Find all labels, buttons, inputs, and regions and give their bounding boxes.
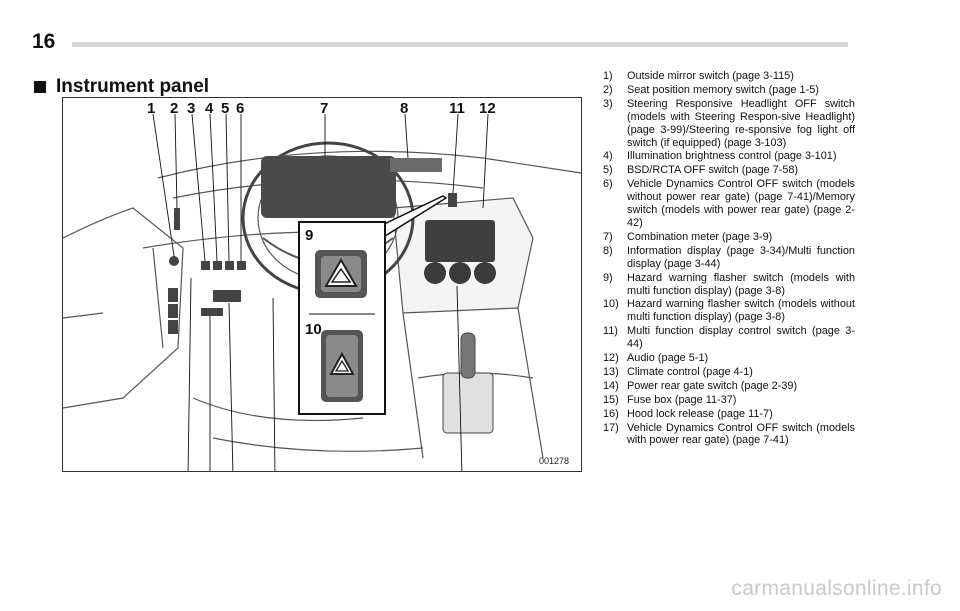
legend-text: Audio (page 5-1)	[627, 352, 709, 365]
legend-text: Illumination brightness control (page 3-…	[627, 150, 837, 163]
legend-num: 6)	[603, 178, 613, 191]
instrument-panel-illustration: 1 2 3 4 5 6 7 8 11 12 9 10 17 16 15 14 1…	[63, 100, 581, 471]
legend-text: Steering Responsive Headlight OFF switch…	[627, 97, 855, 149]
legend-item: 17) Vehicle Dynamics Control OFF switch (…	[603, 422, 855, 448]
legend-text: BSD/RCTA OFF switch (page 7-58)	[627, 164, 799, 177]
legend-num: 9)	[603, 271, 613, 284]
legend-text: Multi function display control switch (p…	[627, 325, 855, 351]
legend-num: 4)	[603, 150, 613, 163]
memory-seat-switch	[174, 208, 180, 230]
callout-4: 4	[205, 100, 214, 117]
callout-8: 8	[400, 100, 408, 117]
legend-num: 14)	[603, 379, 619, 392]
combination-meter	[261, 156, 396, 218]
legend-num: 2)	[603, 83, 613, 96]
legend-num: 17)	[603, 421, 619, 434]
legend-text: Hazard warning flasher switch (models wi…	[627, 271, 855, 297]
legend-item: 3) Steering Responsive Headlight OFF swit…	[603, 98, 855, 150]
legend-text: Outside mirror switch (page 3-115)	[627, 70, 794, 82]
legend-item: 11) Multi function display control switch…	[603, 325, 855, 351]
legend-item: 8) Information display (page 3-34)/Multi …	[603, 245, 855, 271]
inset-label-10: 10	[305, 321, 322, 338]
legend-text: Climate control (page 4-1)	[627, 365, 753, 378]
hazard-triangle-inner-10	[334, 359, 350, 372]
legend-text: Hood lock release (page 11-7)	[627, 407, 773, 420]
mirror-switch	[169, 256, 179, 266]
legend-num: 16)	[603, 407, 619, 420]
legend-num: 5)	[603, 164, 613, 177]
legend-num: 3)	[603, 97, 613, 110]
legend-item: 15) Fuse box (page 11-37)	[603, 394, 855, 407]
callout-5: 5	[221, 100, 229, 117]
shifter-base	[442, 372, 494, 434]
legend-num: 7)	[603, 230, 613, 243]
legend-num: 1)	[603, 70, 613, 82]
legend-text: Information display (page 3-34)/Multi fu…	[627, 244, 855, 270]
shifter-knob	[460, 332, 476, 379]
mfd-control-switch	[448, 193, 457, 207]
legend-item: 16) Hood lock release (page 11-7)	[603, 408, 855, 421]
legend-text: Seat position memory switch (page 1-5)	[627, 83, 819, 96]
callout-6: 6	[236, 100, 244, 117]
legend-num: 10)	[603, 298, 619, 311]
information-display	[390, 158, 442, 172]
callout-1: 1	[147, 100, 155, 117]
climate-knob-left	[424, 262, 446, 284]
switch-3	[201, 261, 210, 270]
legend-item: 14) Power rear gate switch (page 2-39)	[603, 380, 855, 393]
switch-4	[213, 261, 222, 270]
callout-12: 12	[479, 100, 496, 117]
hood-lock-release	[201, 308, 223, 316]
callout-11: 11	[449, 100, 465, 117]
figure-code: 001278	[539, 456, 569, 466]
legend-item: 12) Audio (page 5-1)	[603, 352, 855, 365]
legend-item: 13) Climate control (page 4-1)	[603, 366, 855, 379]
legend-item: 5) BSD/RCTA OFF switch (page 7-58)	[603, 164, 855, 177]
legend-item: 2) Seat position memory switch (page 1-5)	[603, 84, 855, 97]
watermark: carmanualsonline.info	[731, 577, 942, 600]
section-title: Instrument panel	[34, 76, 209, 98]
square-bullet-icon	[34, 81, 46, 93]
legend-list: 1) Outside mirror switch (page 3-115) 2) S…	[603, 70, 855, 448]
legend-num: 15)	[603, 393, 619, 406]
legend-item: 10) Hazard warning flasher switch (models…	[603, 298, 855, 324]
legend-num: 12)	[603, 352, 619, 365]
center-screen	[425, 220, 495, 262]
legend-text: Hazard warning flasher switch (models wi…	[627, 298, 855, 324]
callout-7: 7	[320, 100, 328, 117]
legend-text: Fuse box (page 11-37)	[627, 393, 737, 406]
legend-num: 8)	[603, 244, 613, 257]
legend-item: 4) Illumination brightness control (page …	[603, 150, 855, 163]
window-switch-3	[168, 320, 178, 334]
window-switch-2	[168, 304, 178, 318]
legend-text: Vehicle Dynamics Control OFF switch (mod…	[627, 178, 855, 229]
legend-item: 1) Outside mirror switch (page 3-115)	[603, 70, 855, 83]
window-switch-1	[168, 288, 178, 302]
inset-label-9: 9	[305, 227, 313, 244]
legend-item: 7) Combination meter (page 3-9)	[603, 231, 855, 244]
climate-knob-right	[474, 262, 496, 284]
legend-text: Power rear gate switch (page 2-39)	[627, 379, 798, 392]
header-rule	[72, 42, 848, 47]
switch-6	[237, 261, 246, 270]
instrument-panel-figure: 1 2 3 4 5 6 7 8 11 12 9 10 17 16 15 14 1…	[62, 97, 582, 472]
legend-item: 6) Vehicle Dynamics Control OFF switch (m…	[603, 178, 855, 230]
legend-item: 9) Hazard warning flasher switch (models …	[603, 272, 855, 298]
legend-num: 13)	[603, 365, 619, 378]
legend-text: Vehicle Dynamics Control OFF switch (mod…	[627, 421, 855, 447]
callout-2: 2	[170, 100, 178, 117]
legend-num: 11)	[603, 325, 618, 338]
hazard-triangle-inner-9	[330, 267, 352, 283]
section-title-text: Instrument panel	[56, 76, 210, 97]
legend-text: Combination meter (page 3-9)	[627, 230, 773, 243]
switch-5	[225, 261, 234, 270]
power-rear-gate-switch	[213, 290, 241, 302]
callout-3: 3	[187, 100, 195, 117]
climate-knob-center	[449, 262, 471, 284]
page-number: 16	[32, 30, 56, 53]
